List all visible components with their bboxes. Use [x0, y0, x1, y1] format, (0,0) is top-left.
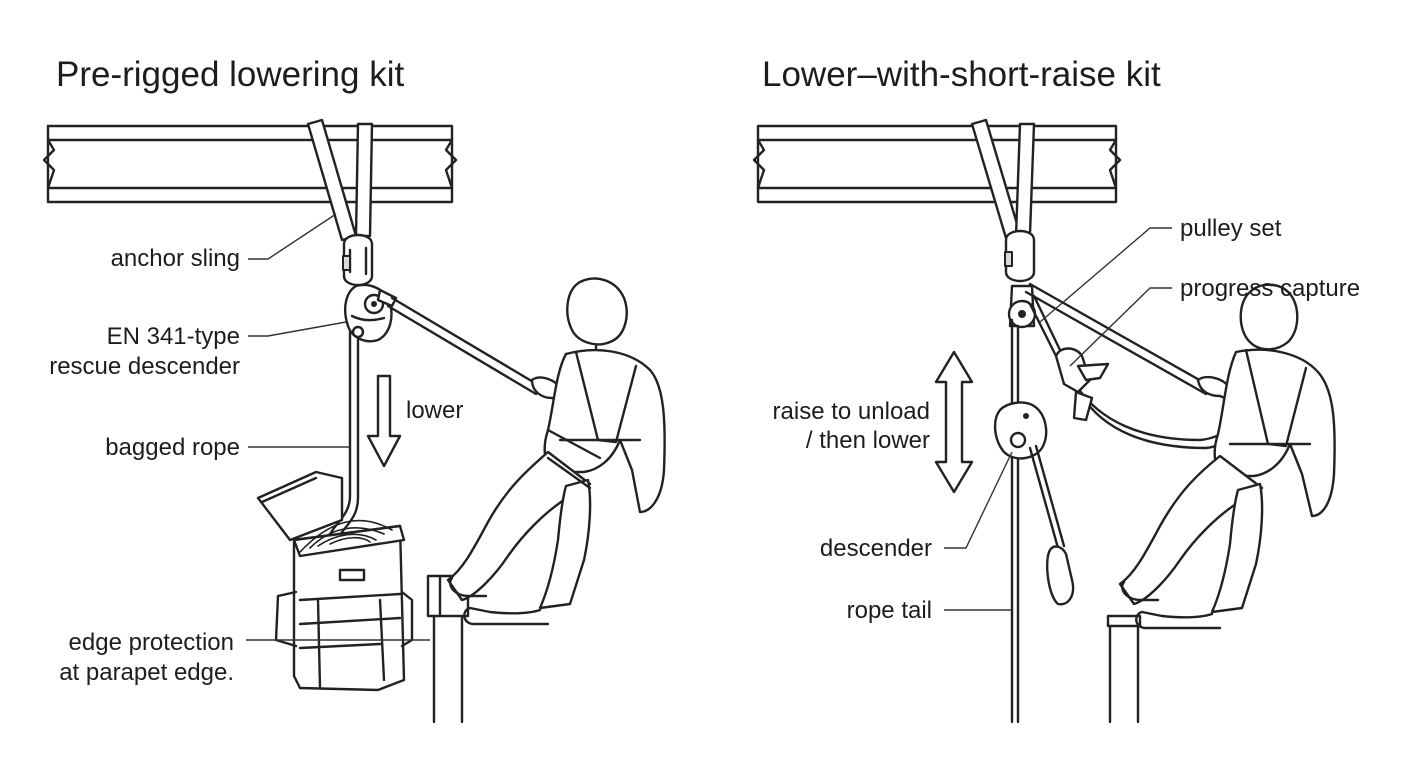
left-casualty-figure	[446, 277, 666, 626]
rope-tail-label: rope tail	[847, 597, 932, 624]
raise-label-line1: raise to unload	[773, 398, 930, 425]
descender-label-line2: rescue descender	[49, 353, 240, 380]
left-leaders	[246, 213, 430, 641]
left-anchor-sling	[306, 118, 374, 242]
left-carabiner	[342, 233, 374, 287]
progress-capture-device	[1054, 347, 1110, 422]
progress-capture-label: progress capture	[1180, 275, 1360, 302]
left-bagged-rope-line	[324, 330, 360, 546]
anchor-sling-label: anchor sling	[111, 245, 240, 272]
right-panel-title: Lower–with-short-raise kit	[762, 55, 1161, 94]
left-rope-bag	[256, 470, 414, 692]
left-rescue-descender	[344, 283, 398, 343]
descender-right-label: descender	[820, 535, 932, 562]
progress-capture-leader	[1069, 287, 1172, 367]
left-i-beam	[42, 124, 458, 204]
right-descender	[993, 401, 1075, 606]
bagged-rope-label: bagged rope	[105, 434, 240, 461]
right-pulley	[1007, 284, 1037, 329]
anchor-sling-leader	[248, 213, 337, 260]
descender-right-leader	[944, 451, 1013, 549]
lower-label: lower	[406, 397, 463, 424]
raise-label-line2: / then lower	[806, 427, 930, 454]
edge-protection-label-line1: edge protection	[69, 629, 234, 656]
right-leaders	[944, 227, 1172, 611]
left-rope-to-casualty	[386, 296, 580, 406]
edge-protection-label-line2: at parapet edge.	[59, 659, 234, 686]
pulley-set-leader	[1039, 227, 1172, 323]
descender-leader	[248, 321, 347, 337]
descender-label-line1: EN 341-type	[107, 323, 240, 350]
right-i-beam	[752, 124, 1122, 204]
lower-arrow	[366, 374, 402, 468]
right-panel: Lower–with-short-raise kit	[752, 55, 1360, 724]
pulley-set-label: pulley set	[1180, 215, 1282, 242]
right-parapet	[1106, 614, 1142, 724]
right-carabiner	[1004, 229, 1036, 283]
left-panel: Pre-rigged lowering kit	[42, 55, 666, 724]
left-panel-title: Pre-rigged lowering kit	[56, 55, 404, 94]
raise-lower-arrow	[934, 350, 974, 494]
right-casualty-figure	[1118, 283, 1336, 630]
